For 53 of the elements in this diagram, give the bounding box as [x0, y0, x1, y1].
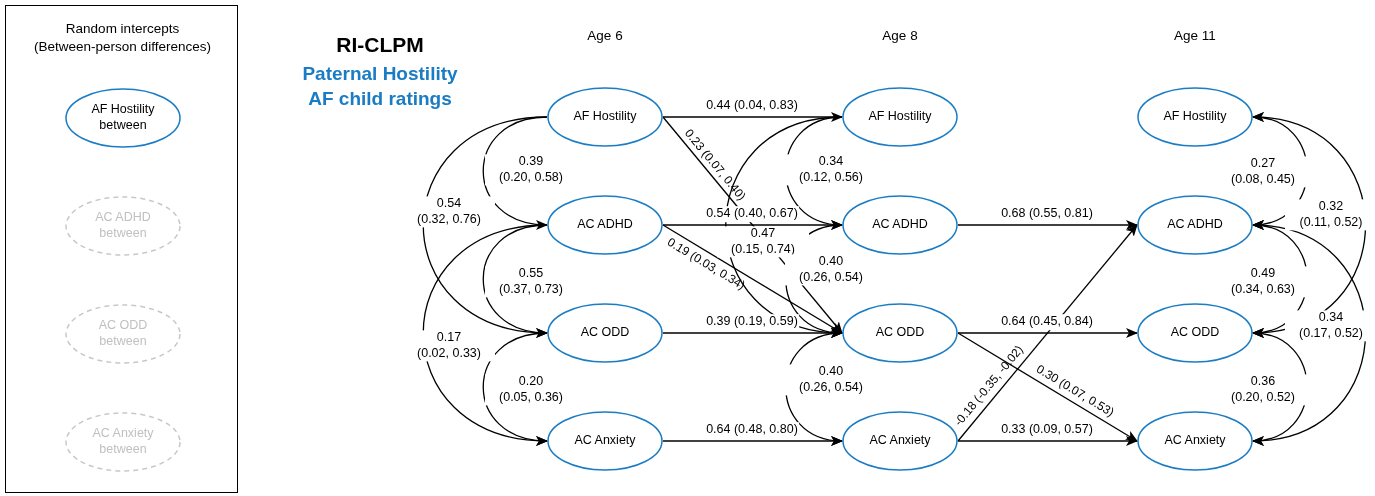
variable-ellipse	[842, 195, 958, 255]
variable-ellipse	[1137, 303, 1253, 363]
variable-ellipse	[547, 303, 663, 363]
node-label: AC Anxiety	[868, 433, 932, 449]
edge-label: 0.44 (0.04, 0.83)	[705, 98, 799, 114]
node-label: AF Hostility	[1162, 109, 1228, 125]
edge-label: 0.68 (0.55, 0.81)	[1000, 206, 1094, 222]
path-arrow	[957, 332, 1138, 442]
dimmed-ellipse	[65, 412, 181, 472]
node-label: AC ODD between	[97, 318, 149, 350]
path-arrow	[957, 220, 1138, 230]
variable-ellipse	[547, 411, 663, 471]
dimmed-ellipse	[65, 304, 181, 364]
variable-ellipse	[842, 411, 958, 471]
edge-label: 0.33 (0.09, 0.57)	[1000, 422, 1094, 438]
path-arrow	[957, 328, 1138, 338]
node-label: AF Hostility between	[90, 102, 156, 134]
panel-title: Random intercepts (Between-person differences)	[33, 20, 212, 56]
covariance-arrow	[482, 332, 548, 445]
subtitle: Paternal Hostility AF child ratings	[301, 62, 459, 111]
node-label: AC ADHD	[576, 217, 634, 233]
panel-box	[5, 5, 238, 493]
edge-label: 0.54 (0.40, 0.67)	[705, 206, 799, 222]
node-label: AC Anxiety between	[91, 426, 155, 458]
edge-label: 0.47 (0.15, 0.74)	[717, 226, 809, 258]
variable-ellipse	[1137, 411, 1253, 471]
node-label: AC ADHD between	[94, 210, 152, 242]
node-label: AC Anxiety	[573, 433, 637, 449]
diagram-title: RI-CLPM	[335, 33, 425, 57]
column-heading: Age 8	[881, 27, 919, 45]
variable-ellipse	[1137, 87, 1253, 147]
edge-label: 0.39 (0.19, 0.59)	[705, 314, 799, 330]
variable-ellipse	[65, 88, 181, 148]
variable-ellipse	[1137, 195, 1253, 255]
path-arrow	[957, 224, 1138, 442]
variable-ellipse	[842, 303, 958, 363]
node-label: AC ADHD	[871, 217, 929, 233]
path-arrow	[957, 436, 1138, 446]
node-label: AC ODD	[1169, 325, 1221, 341]
edge-label: 0.64 (0.45, 0.84)	[1000, 314, 1094, 330]
node-label: AC Anxiety	[1163, 433, 1227, 449]
node-label: AF Hostility	[572, 109, 638, 125]
node-label: AF Hostility	[867, 109, 933, 125]
edge-label: 0.64 (0.48, 0.80)	[705, 422, 799, 438]
column-heading: Age 11	[1173, 27, 1217, 45]
variable-ellipse	[547, 87, 663, 147]
column-heading: Age 6	[586, 27, 624, 45]
dimmed-ellipse	[65, 196, 181, 256]
node-label: AC ODD	[579, 325, 631, 341]
node-label: AC ODD	[874, 325, 926, 341]
node-label: AC ADHD	[1166, 217, 1224, 233]
variable-ellipse	[842, 87, 958, 147]
variable-ellipse	[547, 195, 663, 255]
